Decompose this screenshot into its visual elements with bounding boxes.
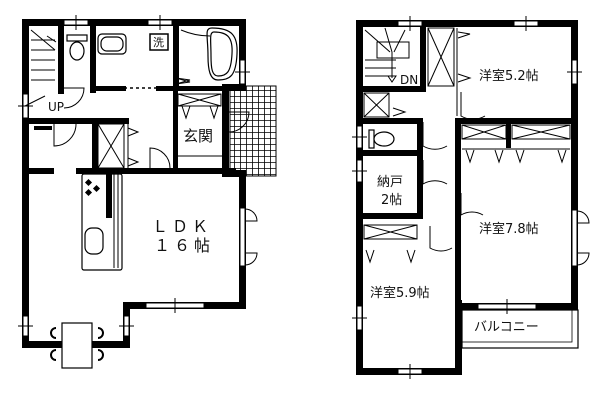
- entrance-label: 玄関: [183, 127, 213, 145]
- windows-2f: [352, 16, 590, 379]
- svg-text:洗: 洗: [153, 36, 164, 49]
- storage-size-label: 2帖: [381, 193, 402, 208]
- washbasin-fixture: [97, 33, 127, 55]
- balcony-label: バルコニー: [474, 320, 539, 335]
- stairs-up-label: UP: [48, 100, 64, 114]
- kitchen-counter: [81, 173, 123, 271]
- laundry-machine: 洗: [149, 33, 169, 51]
- bath-door: [180, 29, 211, 37]
- interior-walls-2f: [363, 27, 578, 310]
- closets-2f: [363, 27, 571, 264]
- shelf: [34, 126, 52, 130]
- shoe-cabinet: [176, 93, 222, 157]
- storage-label: 納戸: [377, 175, 403, 190]
- hall-closet: [97, 123, 140, 169]
- doors-2f: [422, 92, 486, 252]
- ldk-size-label: １６帖: [154, 236, 214, 255]
- western-room-59-label: 洋室5.9帖: [370, 285, 430, 301]
- dining-table: [50, 322, 104, 369]
- toilet-2f: [368, 129, 395, 149]
- bathtub-fixture: [206, 27, 238, 81]
- staircase-up: [24, 29, 57, 107]
- toilet-fixture: [66, 34, 88, 61]
- porch-tile-area: [229, 85, 277, 177]
- stairs-down-label: DN: [400, 73, 418, 87]
- balcony-inner: [461, 309, 573, 343]
- doors: [53, 77, 250, 169]
- western-room-78-label: 洋室7.8帖: [479, 221, 539, 237]
- stove-burners-icon: [84, 178, 101, 197]
- western-room-52-label: 洋室5.2帖: [479, 68, 539, 84]
- floor-1-plan: UP 洗: [18, 15, 277, 369]
- staircase-down: [364, 27, 410, 83]
- ldk-label: ＬＤＫ: [152, 217, 212, 236]
- interior-walls: [29, 19, 236, 174]
- bath-door-marker: [175, 77, 191, 85]
- floor-2-plan: DN: [352, 16, 590, 379]
